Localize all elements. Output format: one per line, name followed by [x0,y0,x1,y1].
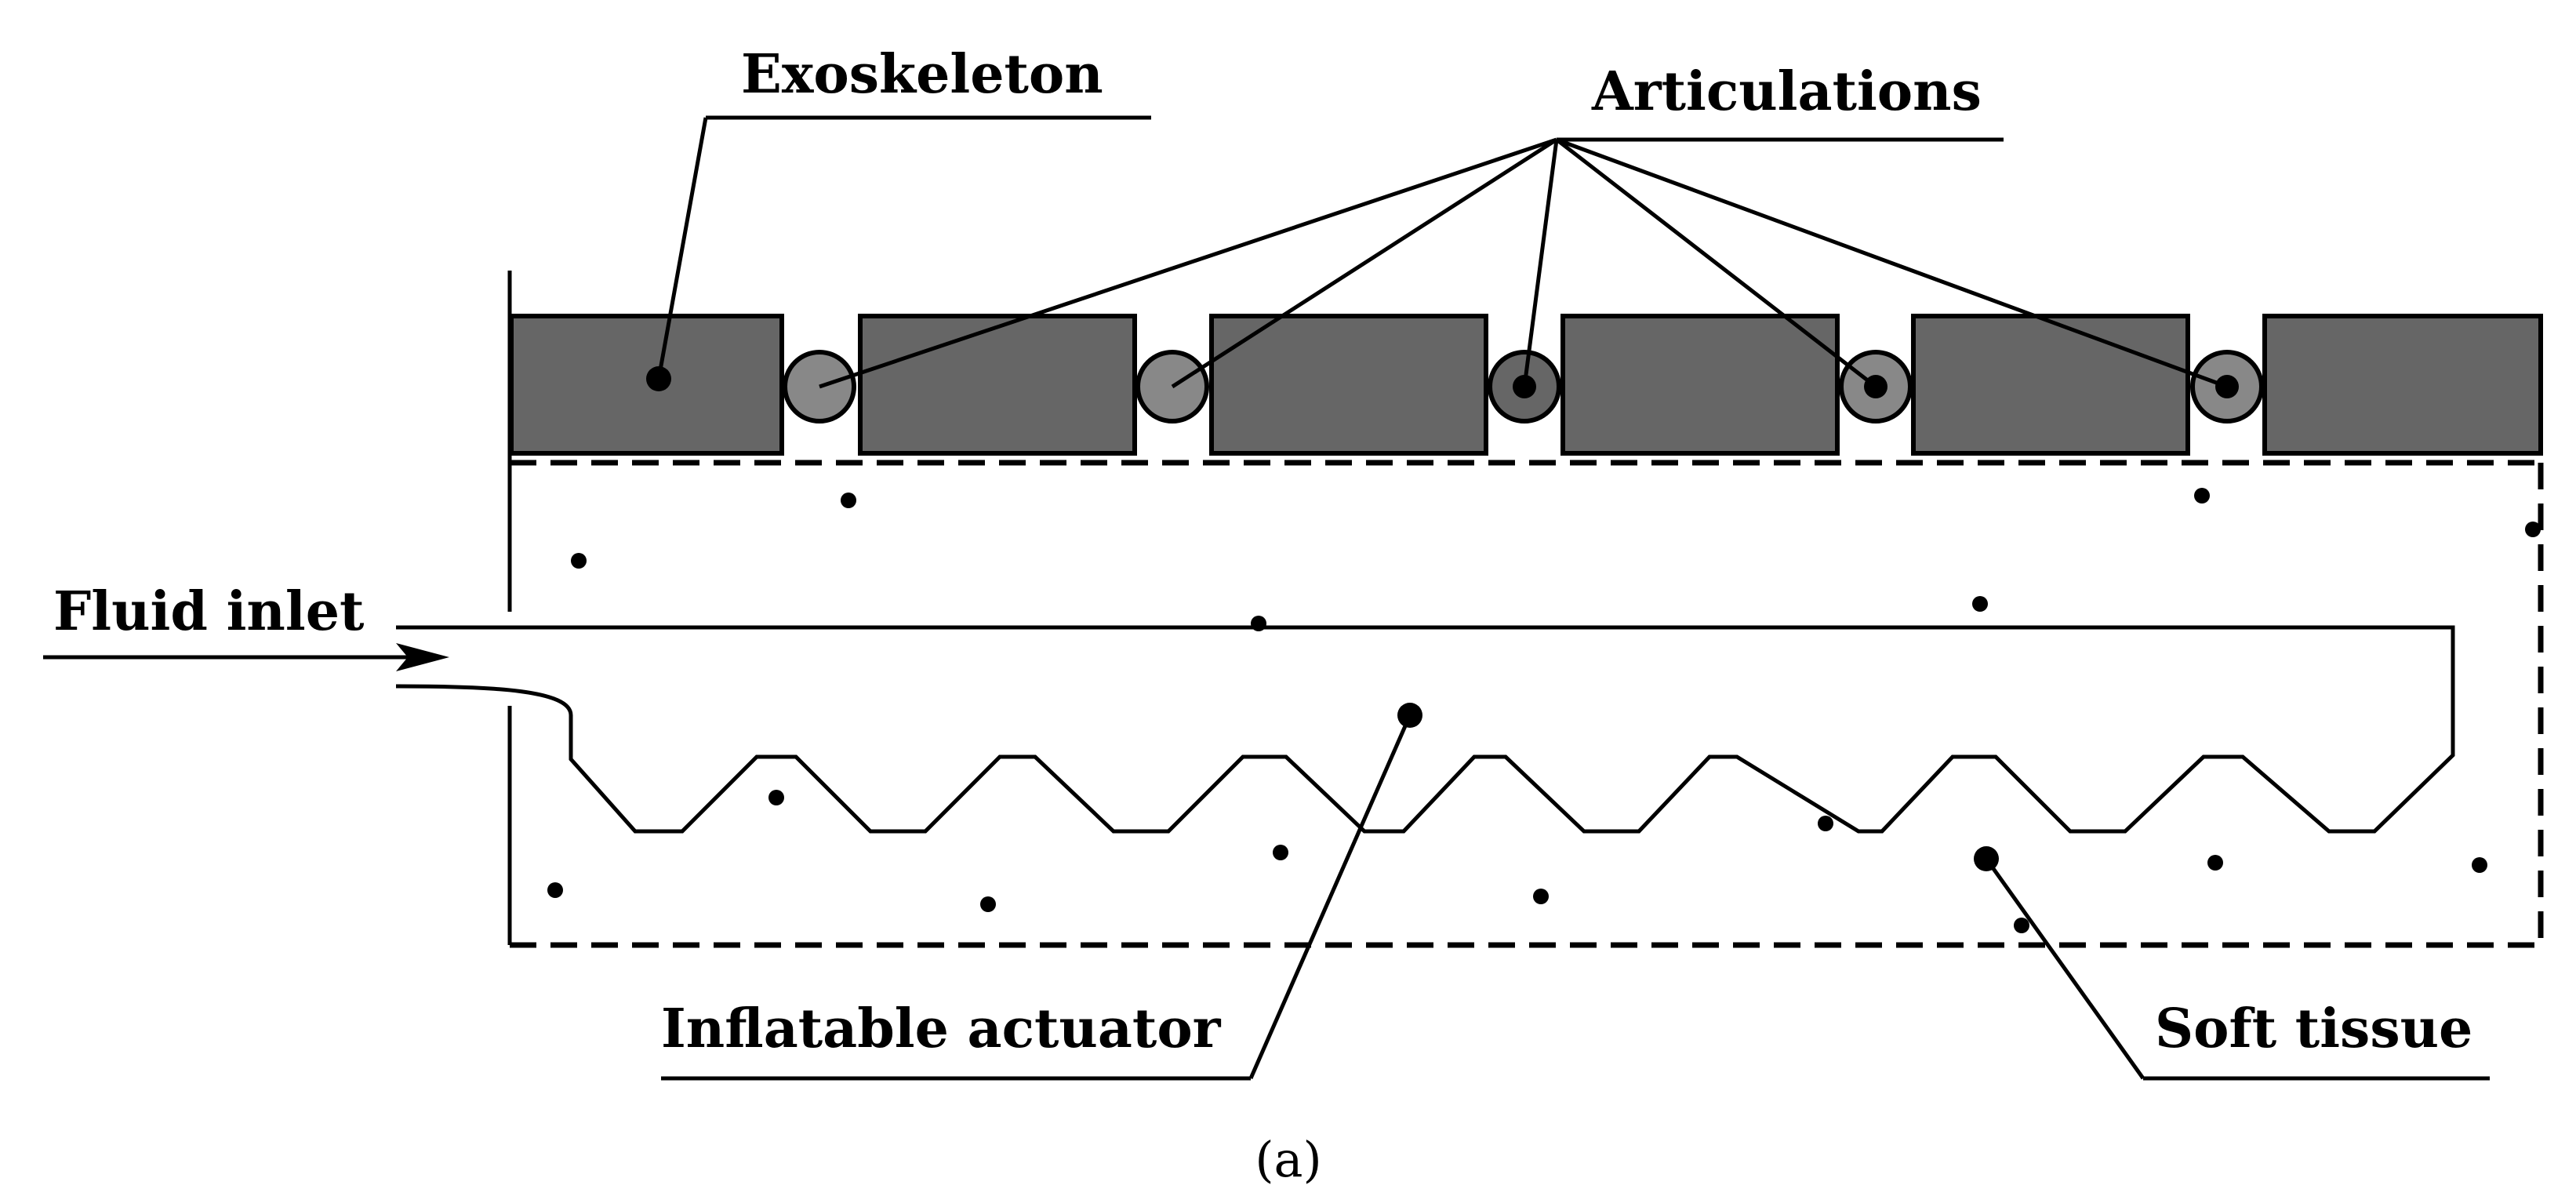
articulations-leader-lines [819,137,2228,389]
exoskeleton-segment-2 [858,314,1137,456]
articulations-leader-3 [1522,139,1559,387]
soft-tissue-particles [547,488,2541,933]
articulations-label: Articulations [1591,60,1982,123]
soft-tissue-leader-line [1984,857,2145,1080]
tissue-particle [980,896,996,912]
actuator-upper-wall [395,625,2455,834]
tissue-particle [1251,616,1266,631]
tissue-particle [1972,596,1988,612]
exoskeleton [509,314,2543,456]
tissue-particle [2472,857,2487,873]
articulations-leader-5 [1556,137,2228,389]
articulations-leader-2 [1171,137,1558,389]
inflatable-actuator-label: Inflatable actuator [661,998,1222,1060]
soft-tissue-label: Soft tissue [2155,998,2472,1060]
tissue-particle [768,790,784,805]
fluid-inlet-arrow-head [396,643,449,671]
tissue-particle [2525,522,2541,537]
exoskeleton-segment-4 [1560,314,1840,456]
exoskeleton-leader-line [656,117,708,380]
exoskeleton-segment-3 [1209,314,1488,456]
tissue-particle [841,493,856,508]
exoskeleton-segment-5 [1911,314,2190,456]
exoskeleton-segment-6 [2262,314,2543,456]
inflatable-actuator-leader-line [1248,714,1412,1080]
figure-caption: (a) [1255,1131,1321,1188]
tissue-particle [1533,889,1549,904]
tissue-particle [2207,855,2223,871]
tissue-particle [2194,488,2210,503]
exoskeleton-label: Exoskeleton [741,43,1103,106]
tissue-particle [1818,816,1833,831]
articulations-leader-4 [1555,138,1877,388]
articulations-leader-1 [819,137,1557,389]
fluid-inlet-label: Fluid inlet [53,580,365,643]
tissue-particle [571,553,587,569]
tissue-particle [547,882,563,898]
tissue-particle [2014,918,2029,933]
exoskeleton-segment-1 [509,314,784,456]
tissue-particle [1273,845,1288,860]
